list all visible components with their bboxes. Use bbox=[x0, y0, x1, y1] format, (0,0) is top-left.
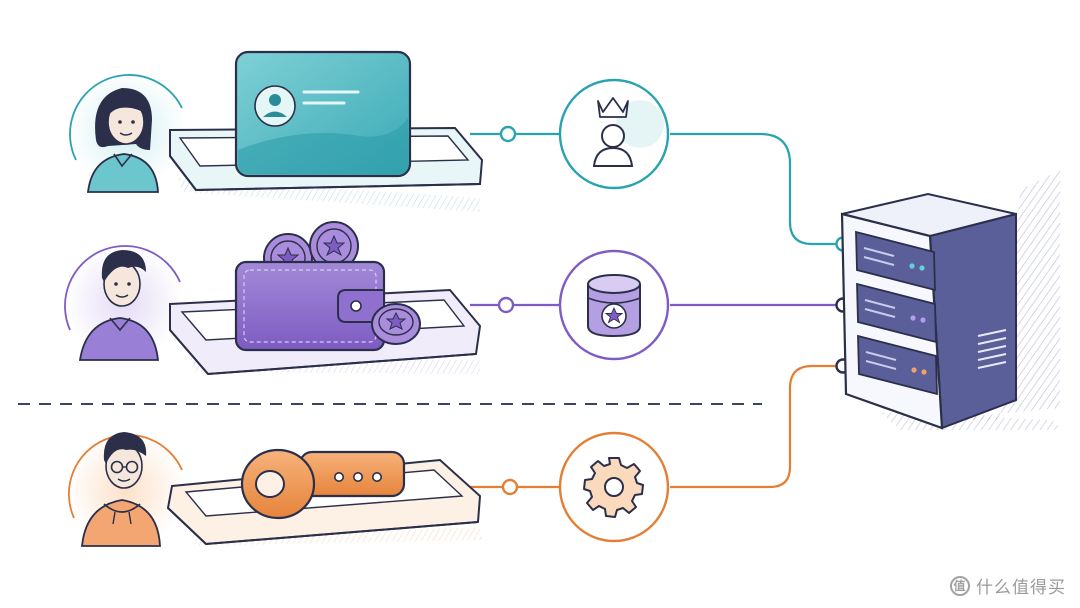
watermark-badge: 值 bbox=[950, 575, 970, 596]
gear-icon bbox=[558, 431, 670, 543]
row-developer bbox=[68, 431, 670, 548]
row-admin bbox=[69, 50, 670, 212]
rack-unit-1 bbox=[855, 230, 936, 292]
node-dot-orange bbox=[501, 478, 519, 496]
connector-orange-to-server bbox=[670, 364, 842, 489]
row-member bbox=[64, 221, 670, 376]
node-dot-teal bbox=[499, 125, 517, 143]
server-rack-icon bbox=[840, 170, 1062, 430]
avatar-woman bbox=[69, 72, 185, 193]
watermark-text: 什么值得买 bbox=[976, 578, 1066, 598]
node-dot-purple bbox=[497, 296, 515, 314]
api-key-icon bbox=[240, 448, 406, 520]
connector-teal-to-server bbox=[670, 132, 842, 246]
avatar-man bbox=[64, 244, 182, 361]
coin-database-icon bbox=[558, 249, 670, 361]
rack-unit-3 bbox=[857, 334, 938, 396]
wallet-coins-icon bbox=[234, 221, 421, 352]
rack-unit-2 bbox=[856, 282, 937, 344]
watermark: 值 什么值得买 bbox=[950, 573, 1066, 598]
id-card-icon bbox=[234, 50, 412, 178]
connector-nodes bbox=[497, 125, 851, 496]
avatar-developer bbox=[68, 432, 184, 548]
crowned-user-icon bbox=[558, 78, 670, 190]
